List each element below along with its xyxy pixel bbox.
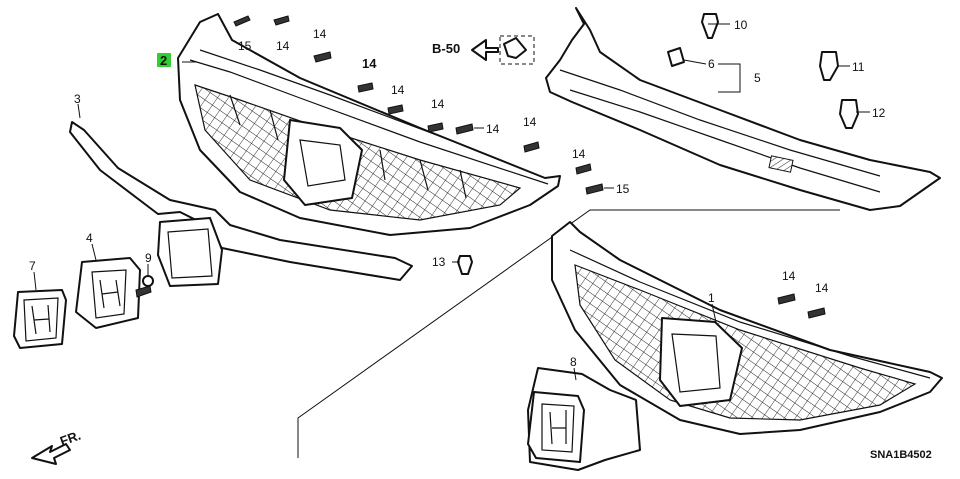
callout-14-b: 14	[313, 27, 327, 41]
callout-11: 11	[852, 60, 865, 74]
callout-14-i: 14	[782, 269, 796, 283]
upper-grille-part-2	[177, 13, 561, 236]
callout-4: 4	[86, 231, 93, 245]
plug-part-6	[667, 47, 685, 67]
ref-arrow	[471, 39, 499, 61]
callout-14-h: 14	[572, 147, 586, 161]
callout-1: 1	[708, 291, 715, 305]
clip-part-12	[839, 99, 859, 129]
front-label: FR.	[58, 428, 83, 449]
h-emblem-part-7	[13, 289, 67, 349]
callout-6: 6	[708, 57, 715, 71]
radiator-cover-part-5	[545, 7, 941, 211]
callout-5: 5	[754, 71, 761, 85]
callout-15-top: 15	[238, 39, 252, 53]
ref-label: B-50	[432, 41, 460, 56]
callout-14-d: 14	[391, 83, 405, 97]
callout-14-f: 14	[486, 122, 500, 136]
callout-14-g: 14	[523, 115, 537, 129]
emblem-base-part-4	[75, 257, 152, 329]
clip-part-10	[701, 13, 719, 39]
grille-molding-part-3	[69, 121, 413, 287]
callout-13: 13	[432, 255, 446, 269]
highlight-2	[157, 53, 171, 67]
callout-7: 7	[29, 259, 36, 273]
clip-part-11	[819, 51, 839, 81]
leader-lines	[33, 23, 870, 381]
grille-assembly-part-1	[551, 221, 943, 435]
callout-3: 3	[74, 92, 81, 106]
callout-2: 2	[160, 53, 167, 68]
callout-8: 8	[570, 355, 577, 369]
assembly-boundary-line	[297, 209, 840, 458]
callout-12: 12	[872, 106, 886, 120]
emblem-assembly-part-8	[527, 367, 641, 471]
callout-14-e: 14	[431, 97, 445, 111]
callout-10: 10	[734, 18, 748, 32]
callout-14-j: 14	[815, 281, 829, 295]
callout-14-c: 14	[362, 56, 377, 71]
callout-15-mid: 15	[616, 182, 630, 196]
screw-fasteners	[233, 15, 826, 319]
front-direction-arrow: FR.	[31, 428, 83, 465]
callout-9: 9	[145, 251, 152, 265]
nut-part-9	[142, 275, 154, 287]
ref-clip-icon	[503, 37, 527, 59]
drawing-code: SNA1B4502	[870, 449, 932, 461]
callout-14-a: 14	[276, 39, 290, 53]
ref-box	[499, 35, 535, 65]
callout-labels: 2 3 4 7 9 15 14 14 14 14 14 14 14 14 15 …	[29, 18, 886, 369]
